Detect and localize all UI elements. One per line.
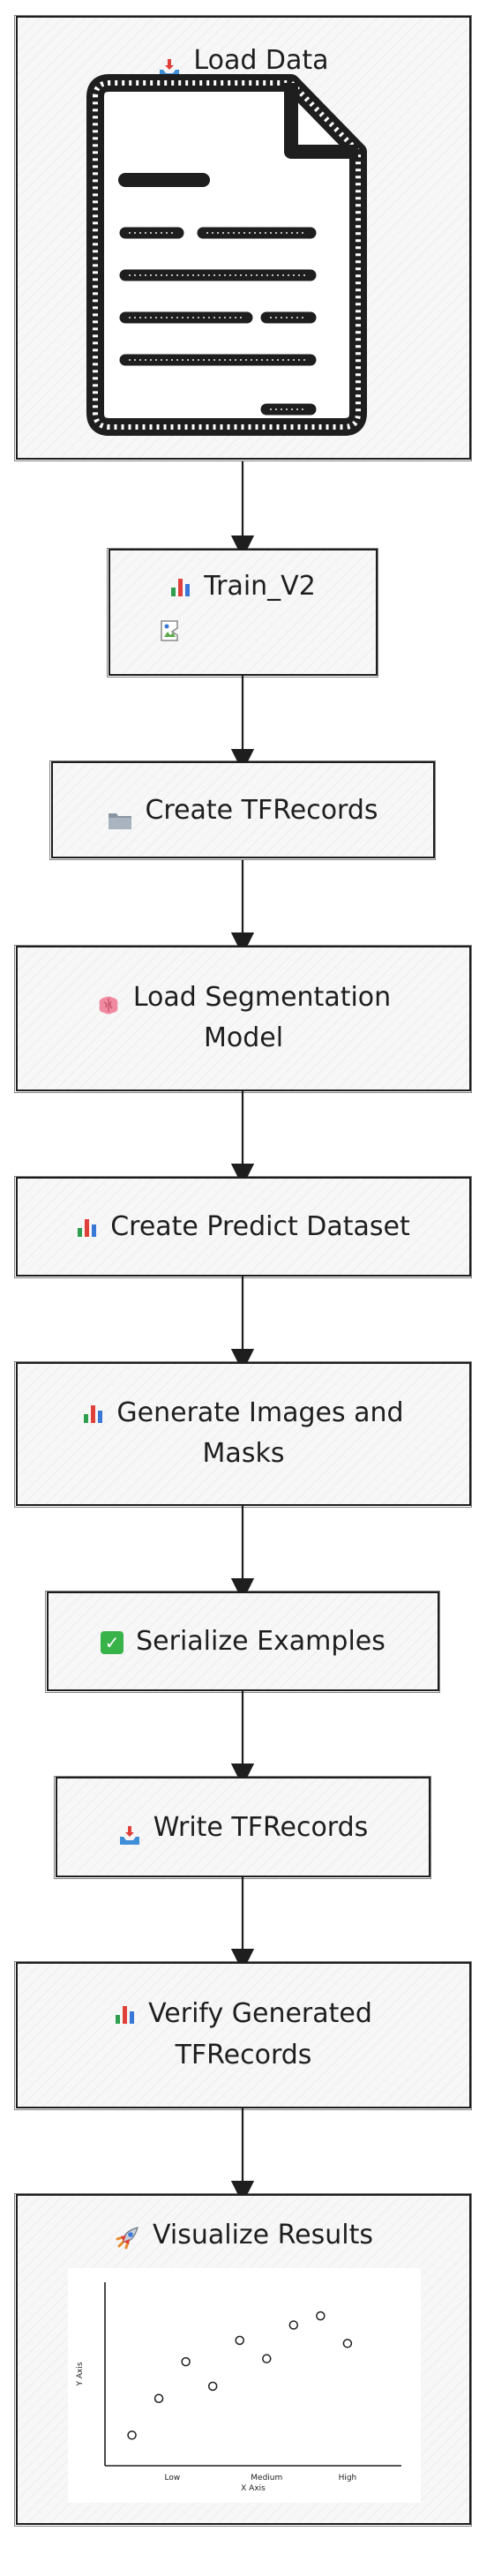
scatter-point — [342, 2339, 353, 2348]
node-serialize-examples[interactable]: ✓ Serialize Examples — [45, 1591, 440, 1693]
rocket-icon — [114, 2223, 140, 2250]
x-tick-label: Medium — [251, 2474, 282, 2482]
node-create-predict-dataset-label: Create Predict Dataset — [110, 1211, 410, 1242]
node-generate-images-and-masks-label-line1: Generate Images and — [116, 1397, 404, 1428]
y-axis-label: Y Axis — [76, 2362, 85, 2386]
bar-chart-icon — [77, 1217, 98, 1239]
node-train-v2-label: Train_V2 — [204, 571, 316, 602]
node-verify-generated-tfrecords-label-line2: TFRecords — [175, 2040, 312, 2071]
inbox-tray-icon — [118, 1818, 141, 1845]
x-tick-label: Low — [164, 2474, 180, 2482]
inbox-tray-icon — [158, 51, 181, 78]
scatter-point — [235, 2335, 244, 2346]
bar-chart-icon — [83, 1404, 104, 1425]
document-icon — [86, 74, 367, 436]
bar-chart-icon — [115, 2004, 136, 2026]
node-serialize-examples-label: Serialize Examples — [136, 1626, 385, 1657]
scatter-point — [181, 2356, 191, 2367]
bar-chart-icon — [170, 577, 191, 598]
node-load-segmentation-model-label-line1: Load Segmentation — [132, 982, 392, 1013]
scatter-point — [316, 2310, 326, 2321]
scatter-point — [207, 2381, 218, 2392]
scatter-point — [127, 2430, 137, 2440]
node-train-v2[interactable]: Train_V2 — [107, 548, 378, 678]
check-mark-icon: ✓ — [101, 1630, 124, 1654]
node-write-tfrecords-label: Write TFRecords — [153, 1812, 369, 1843]
node-visualize-results[interactable]: Visualize Results Low Medium High X Axis Y A… — [14, 2193, 472, 2527]
scatter-point — [288, 2320, 299, 2330]
broken-image-icon — [161, 620, 178, 641]
scatter-chart: Low Medium High X Axis Y Axis — [68, 2268, 421, 2503]
node-verify-generated-tfrecords[interactable]: Verify Generated TFRecords — [14, 1961, 472, 2110]
node-load-segmentation-model[interactable]: Load Segmentation Model — [14, 945, 472, 1093]
node-verify-generated-tfrecords-label-line1: Verify Generated — [148, 1998, 372, 2029]
node-create-tfrecords[interactable]: Create TFRecords — [49, 760, 436, 860]
x-axis-label: X Axis — [241, 2484, 266, 2493]
node-create-predict-dataset[interactable]: Create Predict Dataset — [14, 1176, 472, 1278]
node-load-data[interactable]: Load Data — [14, 15, 472, 461]
x-tick-label: High — [339, 2474, 357, 2482]
node-generate-images-and-masks-label-line2: Masks — [202, 1438, 285, 1469]
scatter-point — [153, 2393, 164, 2403]
node-load-segmentation-model-label-line2: Model — [203, 1022, 284, 1053]
node-write-tfrecords[interactable]: Write TFRecords — [54, 1776, 431, 1879]
node-generate-images-and-masks[interactable]: Generate Images and Masks — [14, 1361, 472, 1508]
node-load-data-label: Load Data — [193, 45, 329, 76]
folder-icon — [108, 802, 132, 829]
scatter-point — [262, 2354, 272, 2363]
brain-icon — [96, 988, 121, 1014]
node-create-tfrecords-label: Create TFRecords — [145, 795, 378, 826]
node-visualize-results-label: Visualize Results — [153, 2220, 373, 2250]
